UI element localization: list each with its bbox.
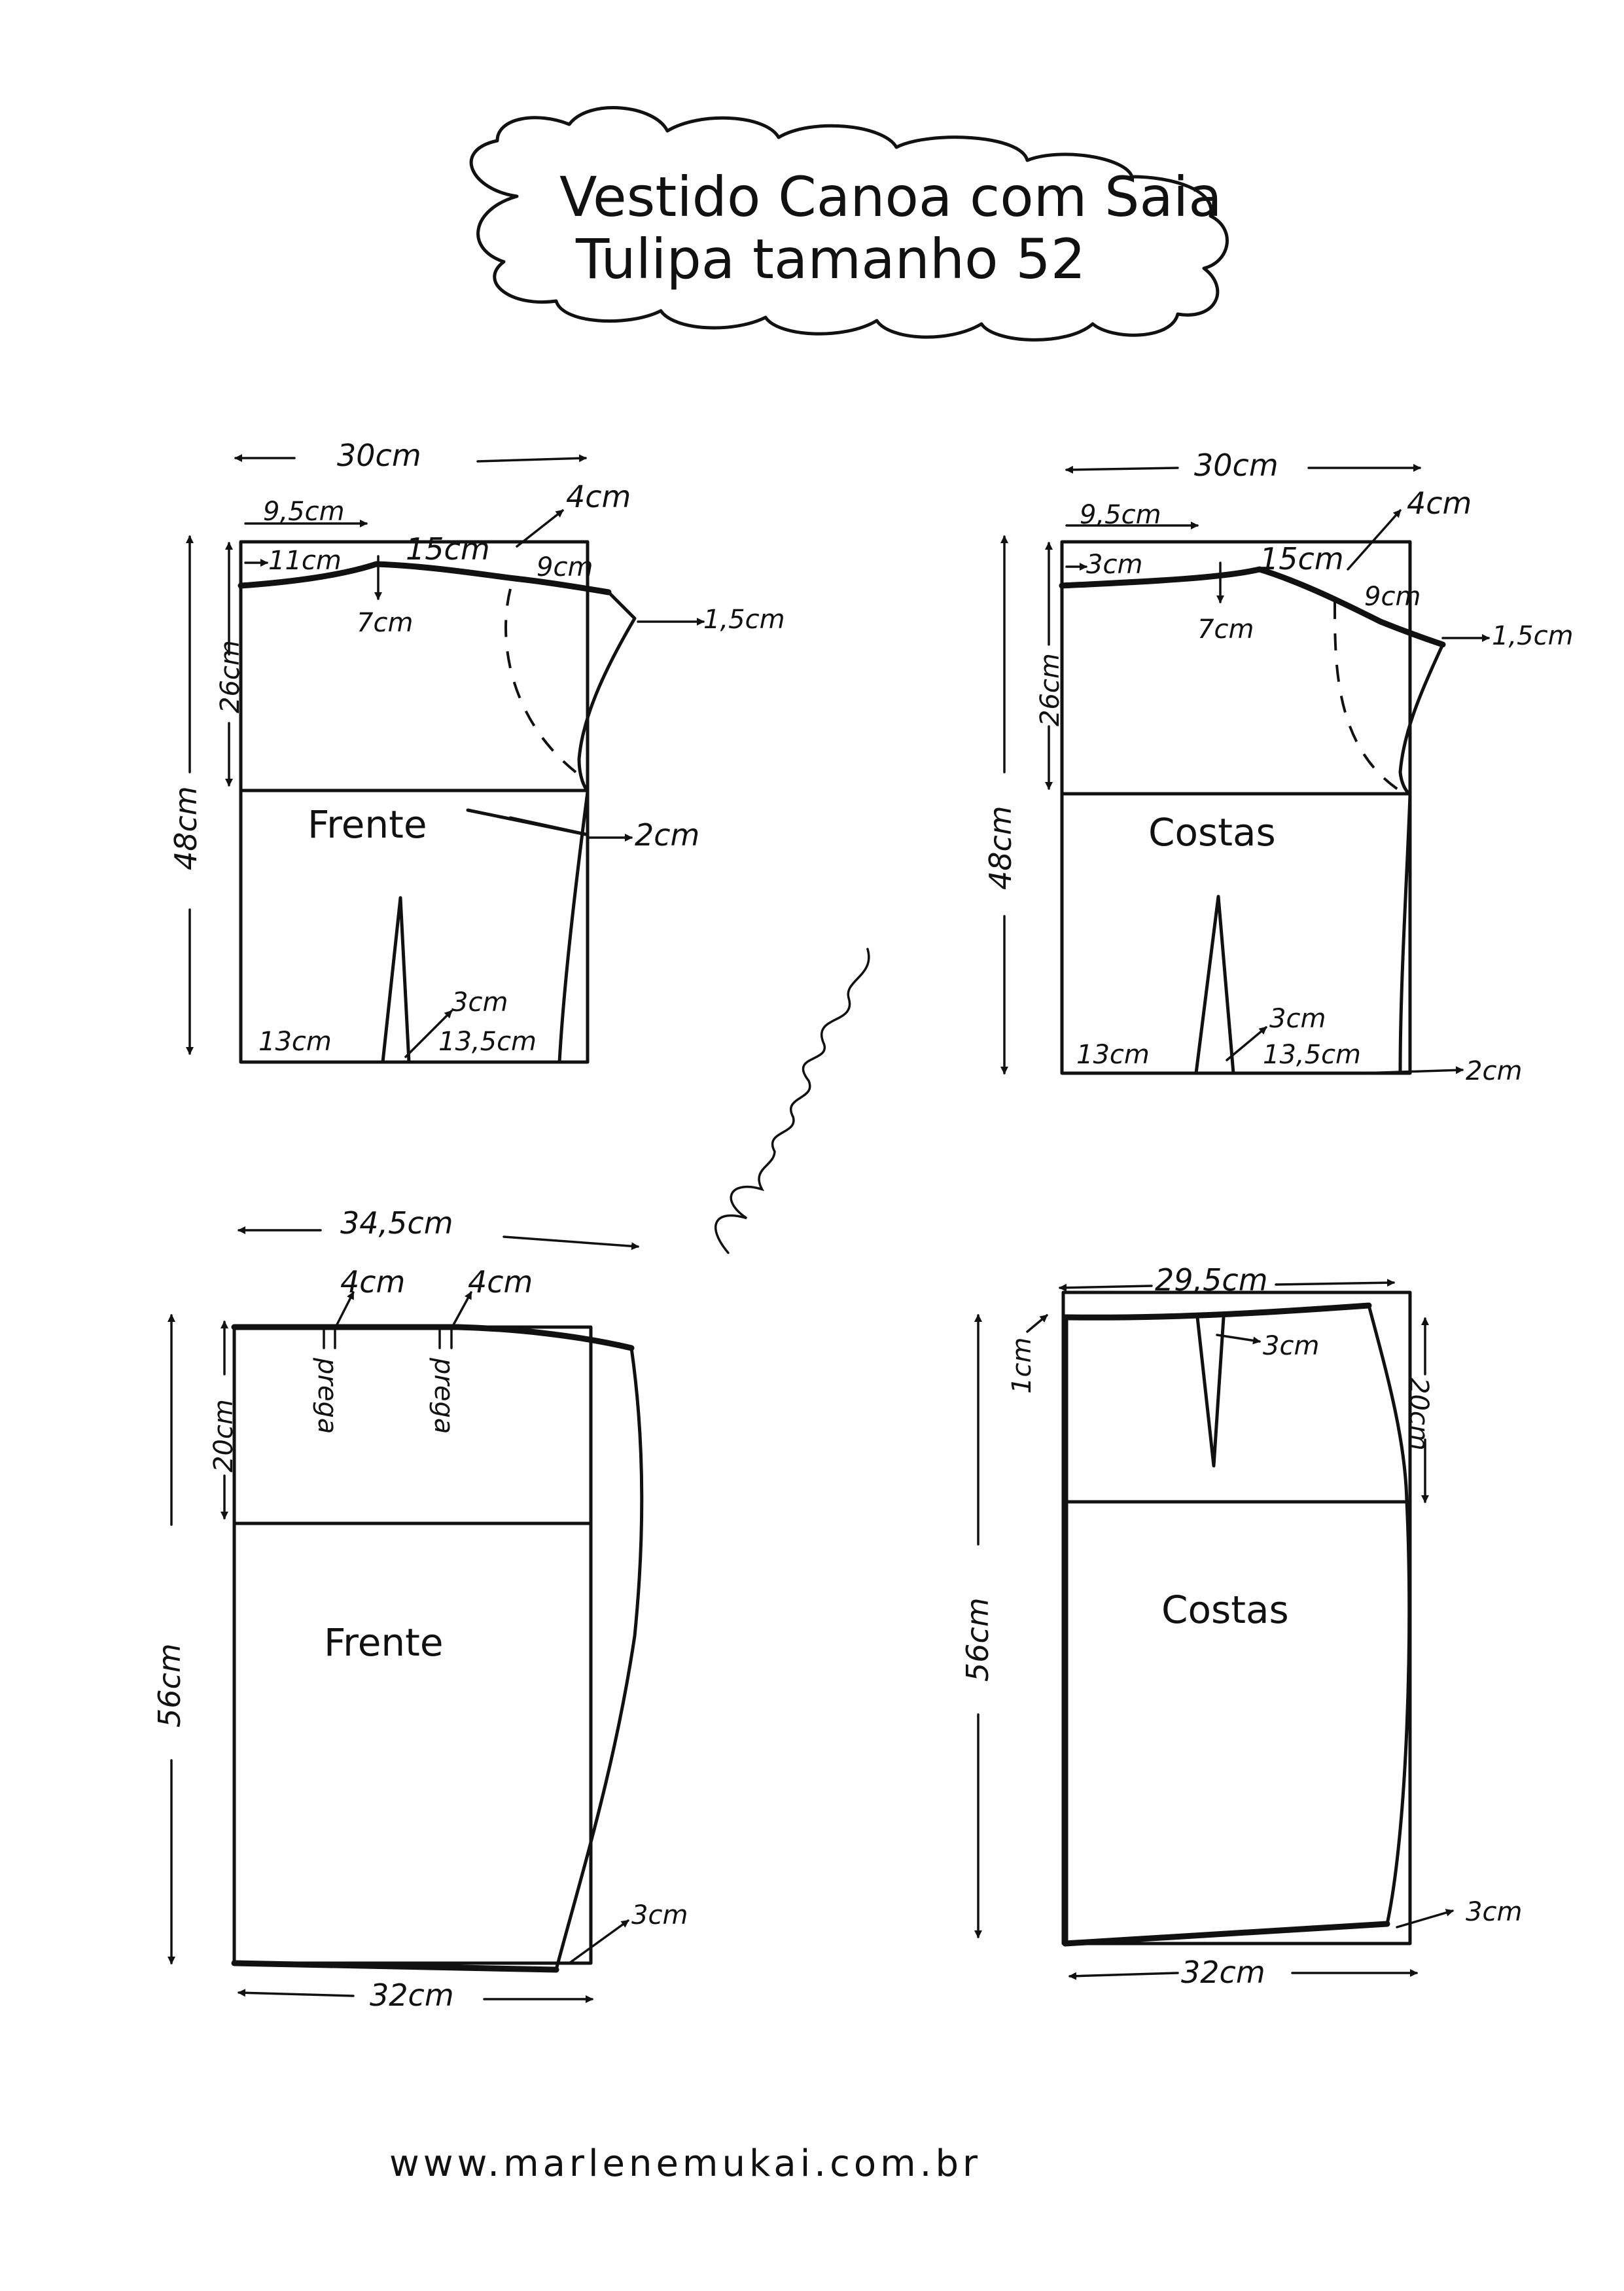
bodice-front-waist-dart-label: 3cm [451, 987, 508, 1018]
skirt-back-piece-name: Costas [1161, 1588, 1289, 1632]
bodice-front-hem-left-label: 13cm [258, 1027, 332, 1057]
footer-url: www.marlenemukai.com.br [389, 2142, 981, 2185]
bodice-back-hem-right-label: 13,5cm [1263, 1040, 1361, 1070]
skirt-back-hem-width-label: 32cm [1181, 1955, 1265, 1990]
skirt-back-hip-depth-label: 20cm [1403, 1377, 1434, 1451]
skirt-front-pleat2-label: 4cm [468, 1264, 533, 1300]
title-line-2: Tulipa tamanho 52 [575, 227, 1086, 291]
bodice-back-hem-ext-label: 2cm [1466, 1056, 1522, 1086]
skirt-front-piece-name: Frente [324, 1620, 444, 1665]
bodice-back-bust-depth-label: 26cm [1035, 653, 1065, 726]
signature [715, 948, 870, 1254]
bodice-front-sleeve-ext-label: 1,5cm [703, 605, 785, 635]
skirt-back-waist-dart-label: 3cm [1263, 1331, 1319, 1361]
skirt-front-hem-width-label: 32cm [370, 1978, 454, 2013]
bodice-back-hem-left-label: 13cm [1076, 1040, 1150, 1070]
bodice-back-waist-dart-label: 3cm [1269, 1004, 1326, 1034]
skirt-front-pleat1-label: 4cm [340, 1264, 405, 1300]
bodice-front-width-label: 30cm [337, 438, 421, 473]
bodice-front-shoulder-drop-label: 4cm [566, 479, 631, 514]
bodice-back-sleeve-label: 9cm [1364, 582, 1421, 612]
bodice-front-neck-width-label: 9,5cm [263, 497, 345, 527]
bodice-back-pattern: 30cm 48cm 26cm 9,5cm 3cm 7cm 15cm 4cm 9c… [983, 448, 1574, 1086]
bodice-back-piece-name: Costas [1148, 810, 1276, 855]
bodice-front-neck-depth-label: 7cm [357, 608, 413, 638]
skirt-front-height-label: 56cm [152, 1643, 187, 1728]
bodice-back-shoulder-drop-label: 4cm [1407, 486, 1472, 521]
skirt-back-hem-shift-label: 3cm [1466, 1897, 1522, 1927]
skirt-front-pattern: 34,5cm 56cm 20cm 4cm 4cm prega prega Fre… [152, 1205, 688, 2013]
bodice-front-piece-name: Frente [308, 802, 427, 847]
skirt-back-pattern: 29,5cm 56cm 1cm 20cm 3cm Costas 3cm 32cm [960, 1262, 1522, 1990]
bodice-back-width-label: 30cm [1194, 448, 1279, 483]
skirt-back-waist-drop-label: 1cm [1007, 1338, 1037, 1394]
bodice-front-pattern: 30cm 48cm 26cm 9,5cm 11cm 7cm 15cm 4cm 9… [168, 438, 785, 1064]
bodice-front-side-dart-label: 2cm [635, 817, 699, 853]
skirt-front-pleat1-word: prega [312, 1357, 342, 1434]
bodice-back-shoulder-label: 15cm [1260, 541, 1344, 577]
bodice-back-height-label: 48cm [983, 806, 1018, 890]
bodice-front-height-label: 48cm [168, 786, 203, 870]
skirt-back-height-label: 56cm [960, 1597, 995, 1682]
title-line-1: Vestido Canoa com Saia [559, 165, 1222, 229]
bodice-back-neck-width-label: 9,5cm [1080, 500, 1161, 530]
bodice-front-neck-front-label: 11cm [268, 546, 342, 576]
bodice-back-sleeve-ext-label: 1,5cm [1492, 621, 1574, 651]
skirt-front-hem-shift-label: 3cm [631, 1900, 688, 1930]
bodice-back-neck-depth-label: 7cm [1197, 614, 1254, 645]
bodice-front-hem-right-label: 13,5cm [438, 1027, 537, 1057]
title-cloud: Vestido Canoa com Saia Tulipa tamanho 52 [469, 106, 1229, 342]
bodice-front-sleeve-label: 9cm [537, 552, 593, 582]
bodice-back-neck-back-label: 3cm [1086, 550, 1142, 580]
skirt-front-pleat2-word: prega [429, 1357, 459, 1434]
skirt-front-width-label: 34,5cm [340, 1205, 453, 1241]
bodice-front-shoulder-label: 15cm [406, 531, 490, 567]
